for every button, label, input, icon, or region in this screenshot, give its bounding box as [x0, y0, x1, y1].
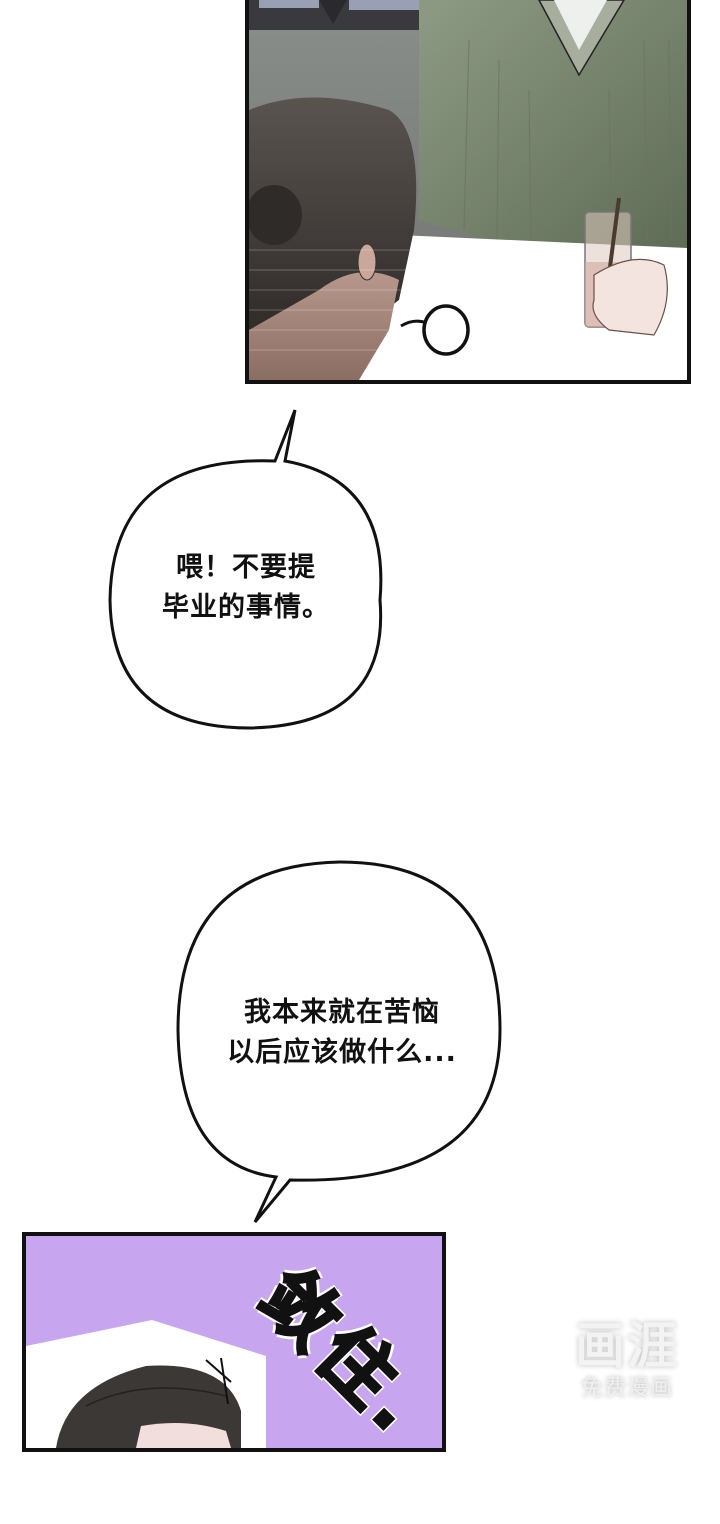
comic-panel-top: [245, 0, 691, 384]
speech-bubble-1-text: 喂！不要提 毕业的事情。: [136, 548, 356, 628]
speech-bubble-2-outline: [176, 860, 502, 1223]
cafe-scene-illustration: [249, 0, 687, 380]
speech-bubble-2-text: 我本来就在苦恼 以后应该做什么...: [192, 993, 492, 1073]
comic-panel-bottom: [22, 1232, 446, 1452]
bubble-1-line-2: 毕业的事情。: [162, 592, 330, 623]
watermark-logo: 画涯: [575, 1317, 679, 1375]
bubble-1-line-1: 喂！不要提: [176, 552, 316, 583]
bubble-2-line-1: 我本来就在苦恼: [244, 997, 440, 1028]
man-portrait-illustration: [26, 1320, 266, 1448]
watermark: 画涯 免费漫画: [562, 1318, 692, 1404]
speech-bubble-1-outline: [108, 409, 383, 730]
watermark-subtitle: 免费漫画: [580, 1376, 673, 1401]
bubble-2-line-2: 以后应该做什么...: [227, 1037, 457, 1068]
